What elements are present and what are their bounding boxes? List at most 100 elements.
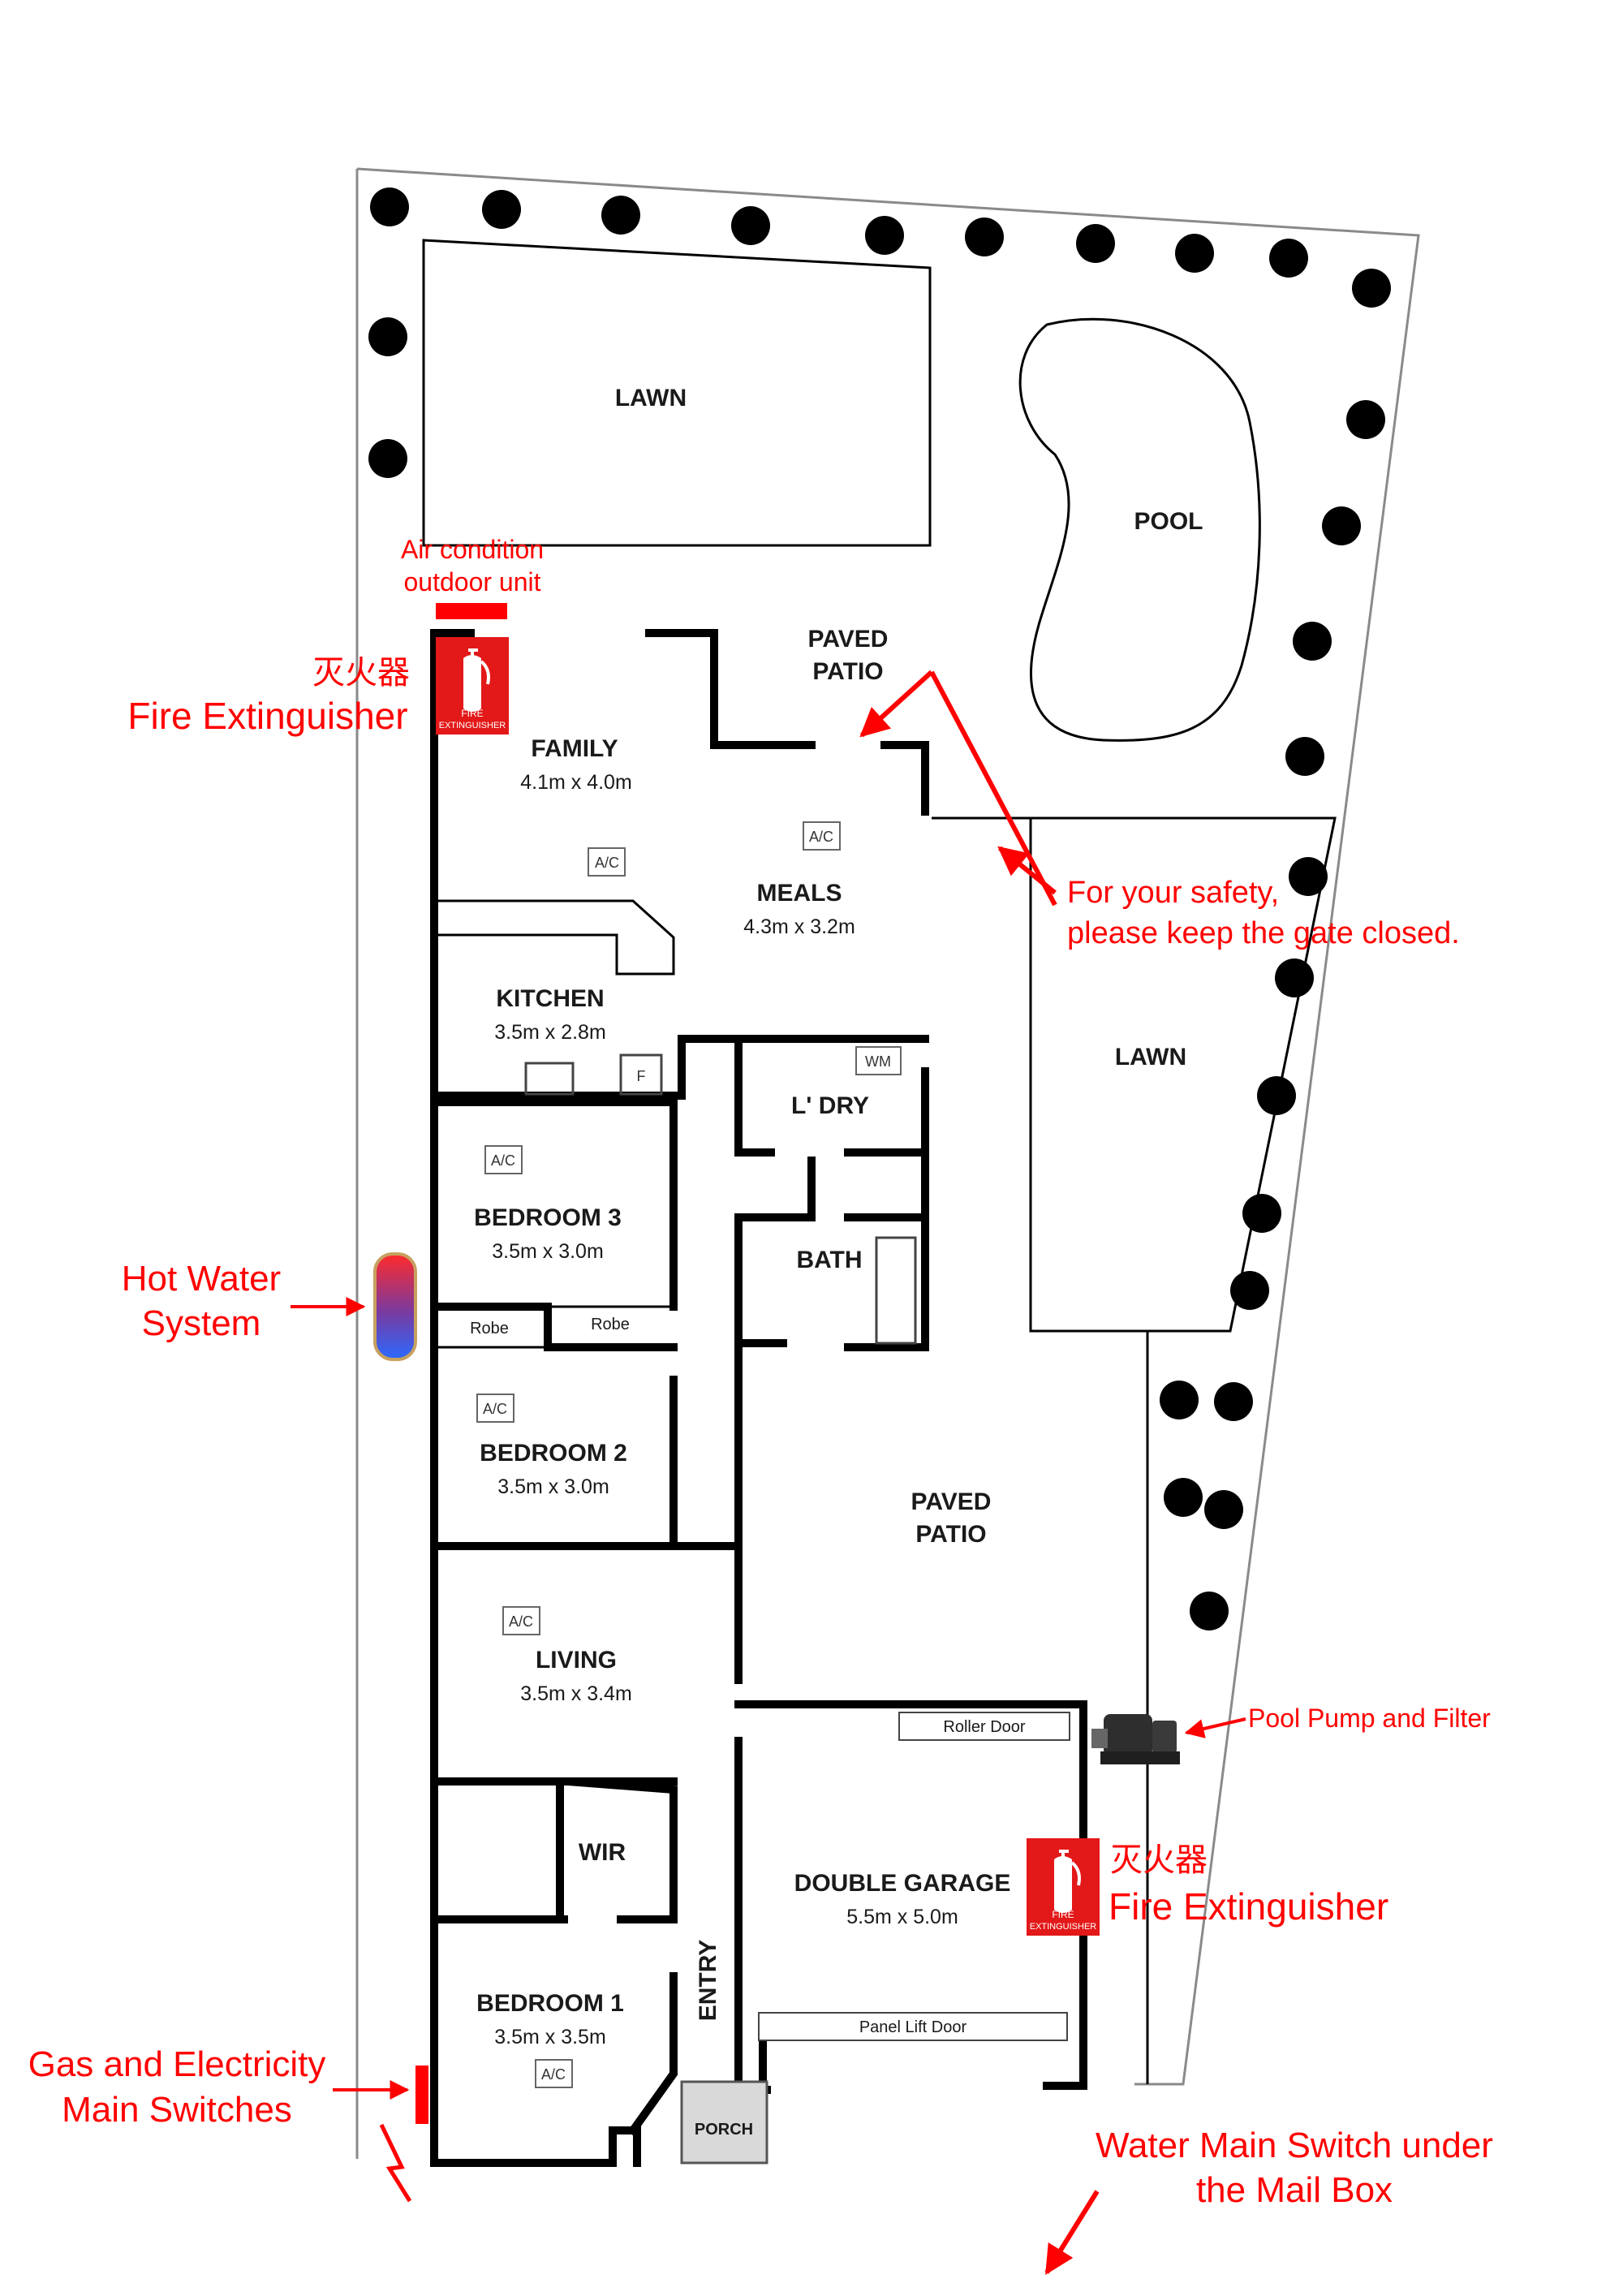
- tree: [370, 187, 409, 226]
- air-condition-line1: Air condition: [401, 535, 544, 564]
- fire-ext-en-garage: Fire Extinguisher: [1109, 1885, 1388, 1928]
- svg-text:EXTINGUISHER: EXTINGUISHER: [439, 721, 506, 730]
- paved-patio-mid-line2: PATIO: [915, 1521, 986, 1548]
- tree: [1242, 1194, 1281, 1233]
- bedroom3-dim: 3.5m x 3.0m: [492, 1240, 604, 1263]
- tree: [1289, 857, 1328, 896]
- patio-arrow: [859, 670, 934, 738]
- water-main-line1: Water Main Switch under: [1096, 2126, 1493, 2165]
- tree: [1269, 239, 1308, 278]
- fire-ext-en-top: Fire Extinguisher: [127, 695, 407, 737]
- gas-elec-line1: Gas and Electricity: [28, 2044, 326, 2084]
- gas-elec-line2: Main Switches: [62, 2090, 292, 2130]
- gate-arrow: [997, 846, 1057, 895]
- family-label: FAMILY: [531, 735, 618, 762]
- fixtures: [476, 821, 1070, 2165]
- fire-ext-cn-garage: 灭火器: [1110, 1842, 1208, 1878]
- bedroom3-label: BEDROOM 3: [474, 1204, 622, 1231]
- room-labels: LAWN POOL PAVED PATIO FAMILY 4.1m x 4.0m…: [474, 385, 1203, 2139]
- switch-box-icon: [415, 2066, 428, 2124]
- fire-extinguisher-icon: FIRE EXTINGUISHER: [434, 635, 510, 736]
- ac-bedroom3: A/C: [491, 1152, 515, 1169]
- ac-meals: A/C: [809, 829, 833, 845]
- bath-label: BATH: [796, 1247, 862, 1273]
- air-condition-line2: outdoor unit: [403, 567, 540, 597]
- svg-text:FIRE: FIRE: [461, 708, 483, 719]
- laundry-label: L' DRY: [791, 1092, 869, 1119]
- svg-text:EXTINGUISHER: EXTINGUISHER: [1030, 1922, 1097, 1932]
- paved-patio-mid-line1: PAVED: [911, 1488, 992, 1515]
- house-walls: [430, 629, 1087, 2167]
- water-main-arrow: [1044, 2190, 1100, 2276]
- air-condition-unit-marker: [436, 603, 507, 619]
- water-main-line2: the Mail Box: [1196, 2170, 1393, 2210]
- ac-family: A/C: [595, 855, 619, 871]
- tree: [1285, 737, 1324, 776]
- tree: [1214, 1382, 1253, 1421]
- meals-dim: 4.3m x 3.2m: [743, 915, 855, 938]
- pool-pump-arrow: [1184, 1717, 1246, 1738]
- tree: [731, 206, 770, 245]
- kitchen-label: KITCHEN: [496, 985, 604, 1012]
- tree: [1293, 622, 1332, 661]
- tree: [1230, 1271, 1269, 1310]
- gate-arrow-line: [929, 670, 1057, 907]
- robe-right-label: Robe: [591, 1316, 630, 1333]
- tree: [1352, 269, 1391, 308]
- kitchen-dim: 3.5m x 2.8m: [494, 1021, 606, 1044]
- living-label: LIVING: [536, 1647, 617, 1674]
- lawn-top-outline: [422, 239, 932, 547]
- fire-ext-cn-top: 灭火器: [312, 655, 410, 691]
- kitchen-bench: [434, 899, 675, 976]
- family-dim: 4.1m x 4.0m: [520, 771, 632, 794]
- pool-label: POOL: [1134, 508, 1203, 535]
- tree: [1160, 1381, 1199, 1419]
- paved-patio-top-line1: PAVED: [808, 626, 889, 653]
- ac-bedroom2: A/C: [483, 1401, 507, 1417]
- tree: [601, 196, 640, 235]
- tree: [1322, 506, 1361, 545]
- pool-pump-icon: [1091, 1714, 1180, 1764]
- double-garage-dim: 5.5m x 5.0m: [846, 1906, 958, 1928]
- annotations: Air condition outdoor unit 灭火器 Fire Exti…: [28, 535, 1493, 2276]
- fire-extinguisher-garage-icon: FIRE EXTINGUISHER: [1025, 1837, 1101, 1937]
- tree: [1204, 1490, 1243, 1529]
- roller-door-label: Roller Door: [943, 1718, 1025, 1736]
- tree: [1175, 234, 1214, 273]
- tree: [368, 439, 407, 478]
- lawn-top-label: LAWN: [615, 385, 687, 411]
- double-garage-label: DOUBLE GARAGE: [794, 1870, 1011, 1897]
- wir-label: WIR: [579, 1839, 626, 1866]
- lawn-right-label: LAWN: [1115, 1044, 1186, 1070]
- tree: [1076, 224, 1115, 263]
- panel-lift-door-label: Panel Lift Door: [859, 2018, 967, 2036]
- fridge-label: F: [637, 1068, 646, 1084]
- bedroom2-dim: 3.5m x 3.0m: [497, 1475, 609, 1498]
- hot-water-line1: Hot Water: [122, 1259, 281, 1299]
- robe-divider: [434, 1305, 674, 1349]
- tree: [865, 216, 904, 255]
- gate-note-line2: please keep the gate closed.: [1067, 916, 1460, 950]
- fixture-labels: A/C A/C A/C A/C A/C A/C Robe Robe WM F R…: [470, 829, 1026, 2083]
- porch-label: PORCH: [695, 2121, 753, 2139]
- tree: [1346, 400, 1385, 439]
- electricity-bolt-icon: [379, 2123, 412, 2203]
- wm-label: WM: [865, 1053, 891, 1070]
- property-boundary: [355, 167, 1420, 2159]
- tree: [482, 190, 521, 229]
- living-dim: 3.5m x 3.4m: [520, 1682, 632, 1705]
- hot-water-line2: System: [142, 1303, 261, 1343]
- tree: [1190, 1592, 1229, 1630]
- pool-pump-label: Pool Pump and Filter: [1248, 1704, 1491, 1733]
- paved-patio-top-line2: PATIO: [812, 658, 883, 685]
- fence-line: [932, 816, 1335, 2084]
- tree: [1275, 958, 1314, 997]
- entry-label: ENTRY: [695, 1940, 721, 2022]
- hot-water-tank-icon: [373, 1252, 417, 1361]
- tree: [965, 218, 1004, 256]
- pool-outline: [1018, 317, 1261, 742]
- bedroom1-dim: 3.5m x 3.5m: [494, 2026, 606, 2048]
- tree: [1257, 1076, 1296, 1115]
- meals-label: MEALS: [757, 880, 842, 907]
